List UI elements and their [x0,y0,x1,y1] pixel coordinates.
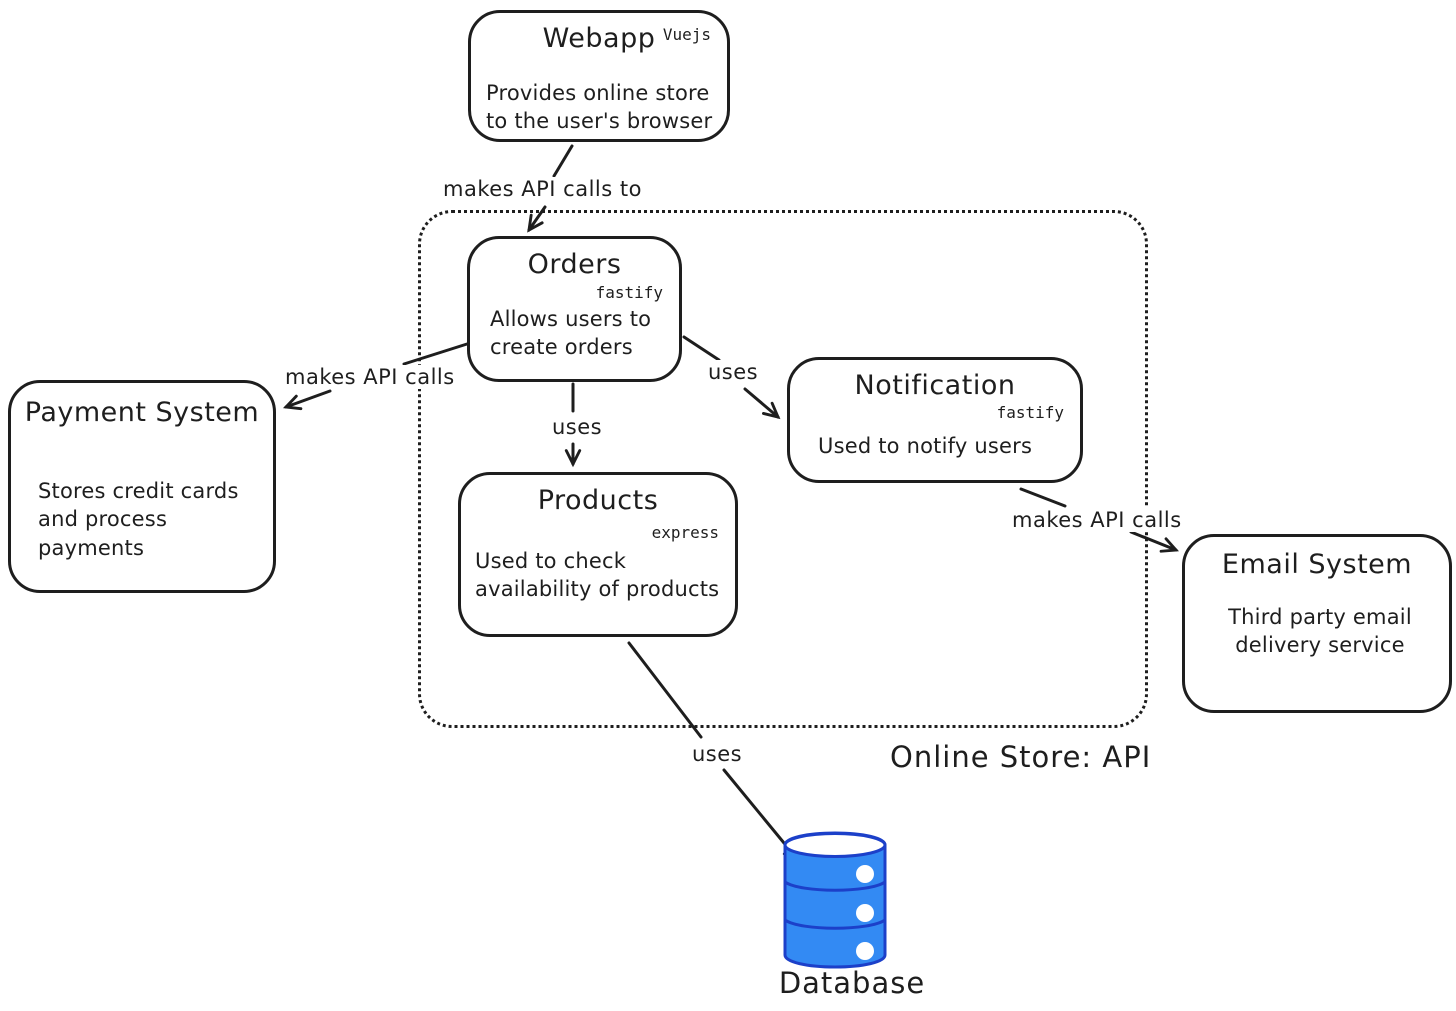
node-products: Products express Used to check availabil… [458,472,738,637]
node-notification: Notification fastify Used to notify user… [787,357,1083,483]
edge-label-uses-notification: uses [706,360,761,384]
edge-label-uses-database: uses [690,742,745,766]
node-orders: Orders fastify Allows users to create or… [467,236,682,382]
node-payment-system-description: Stores credit cards and process payments [38,479,239,560]
database-label: Database [778,966,926,1000]
node-orders-tech-tag: fastify [595,283,663,302]
node-email-system: Email System Third party email delivery … [1182,534,1452,713]
node-payment-system-title: Payment System [24,397,260,428]
node-email-system-title: Email System [1221,549,1413,580]
node-payment-system: Payment System Stores credit cards and p… [8,380,276,593]
node-orders-description: Allows users to create orders [490,307,652,360]
node-notification-title: Notification [854,370,1016,401]
node-products-description: Used to check availability of products [475,549,720,602]
edge-label-makes-api-calls-email: makes API calls [1010,508,1184,532]
node-webapp-title: Webapp [542,23,656,54]
node-orders-title: Orders [527,249,622,280]
node-email-system-description: Third party email delivery service [1228,605,1412,658]
edge-label-makes-api-calls-payment: makes API calls [283,365,457,389]
edge-label-uses-products: uses [550,415,605,439]
online-store-api-group-label: Online Store: API [890,740,1152,774]
node-webapp-description: Provides online store to the user's brow… [486,81,713,134]
node-products-title: Products [537,485,659,516]
node-webapp: Webapp Vuejs Provides online store to th… [468,10,730,142]
node-notification-description: Used to notify users [818,434,1033,458]
node-notification-tech-tag: fastify [996,403,1064,422]
node-products-tech-tag: express [651,523,719,542]
database-icon [783,831,887,969]
node-webapp-tech-tag: Vuejs [662,25,711,44]
edge-label-makes-api-calls-to: makes API calls to [441,177,644,201]
online-store-api-group-border [418,210,1148,728]
